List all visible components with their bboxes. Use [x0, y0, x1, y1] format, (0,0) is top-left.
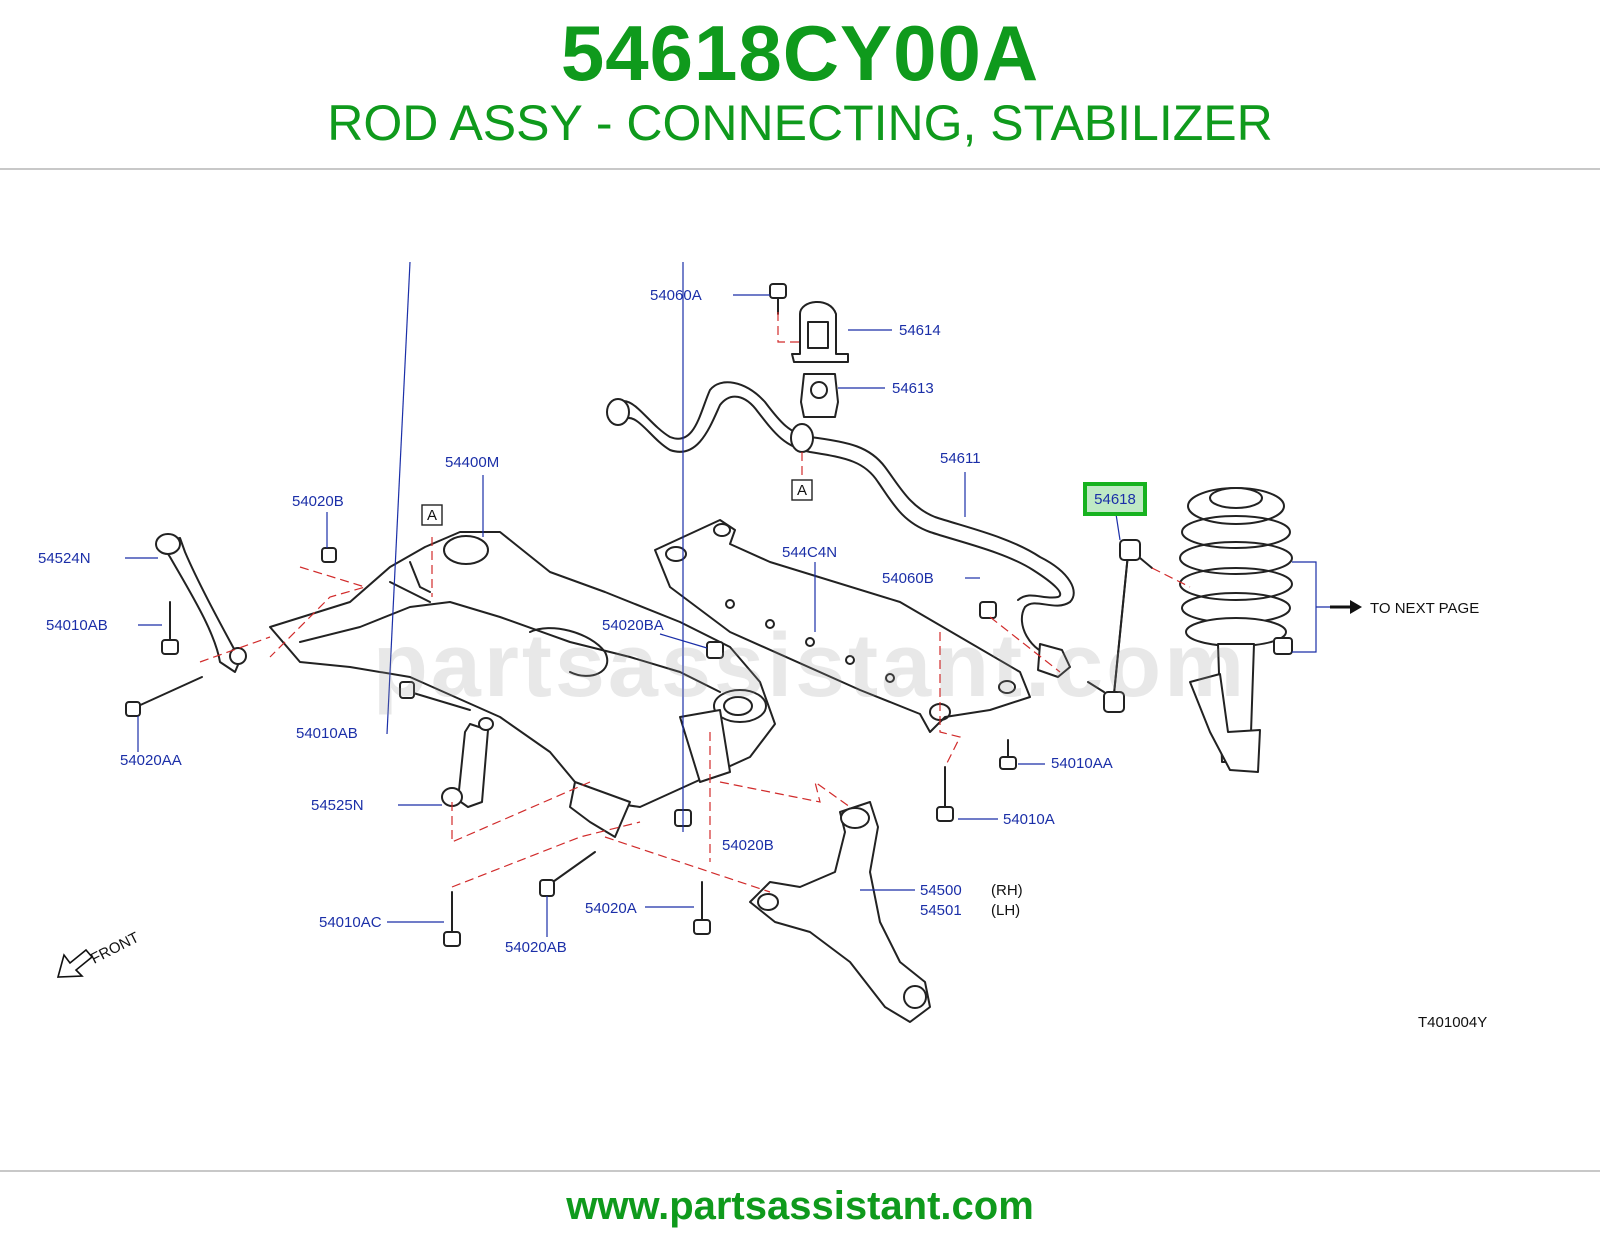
- label-54501[interactable]: 54501: [920, 902, 962, 919]
- alignment-lines: [199, 312, 1191, 893]
- part-description: ROD ASSY - CONNECTING, STABILIZER: [327, 95, 1273, 151]
- transverse-link-54500: [749, 801, 931, 1023]
- parts-diagram-svg: A A 54060A 54614 54613 54611 54618 54400…: [38, 262, 1487, 1031]
- connecting-rod-54618: [1087, 539, 1153, 713]
- label-54614[interactable]: 54614: [899, 322, 941, 339]
- arrow-right-icon: [1350, 600, 1362, 614]
- reference-mark-a-2: A: [791, 479, 813, 501]
- bolt-54060A: [769, 283, 787, 315]
- link-54525N: [441, 717, 494, 808]
- front-indicator: FRONT: [56, 929, 142, 978]
- label-54611[interactable]: 54611: [940, 450, 981, 467]
- svg-text:A: A: [797, 482, 807, 499]
- highlighted-part-54618[interactable]: 54618: [1083, 482, 1147, 516]
- label-lh: (LH): [991, 902, 1020, 919]
- label-54020AB[interactable]: 54020AB: [505, 939, 567, 956]
- label-54524N[interactable]: 54524N: [38, 550, 91, 567]
- label-54020BA[interactable]: 54020BA: [602, 617, 664, 634]
- stabilizer-bracket-54614: [791, 301, 849, 363]
- next-page-link[interactable]: TO NEXT PAGE: [1330, 600, 1479, 617]
- label-54020B-bottom[interactable]: 54020B: [722, 837, 774, 854]
- front-text: FRONT: [88, 929, 142, 968]
- label-54060B[interactable]: 54060B: [882, 570, 934, 587]
- front-arrow-icon: [56, 948, 94, 978]
- page-footer: www.partsassistant.com: [0, 1170, 1600, 1242]
- label-rh: (RH): [991, 882, 1023, 899]
- member-544C4N: [654, 519, 1031, 733]
- label-544C4N[interactable]: 544C4N: [782, 544, 837, 561]
- label-54020A[interactable]: 54020A: [585, 900, 637, 917]
- reference-mark-a-1: A: [421, 504, 443, 526]
- label-54060A[interactable]: 54060A: [650, 287, 702, 304]
- label-54525N[interactable]: 54525N: [311, 797, 364, 814]
- stabilizer-bar-54611: [606, 381, 1075, 678]
- subframe-54400M: [269, 531, 776, 838]
- svg-text:A: A: [427, 507, 437, 524]
- stabilizer-bushing-54613: [800, 373, 839, 418]
- page-header: 54618CY00A ROD ASSY - CONNECTING, STABIL…: [0, 0, 1600, 170]
- label-54500[interactable]: 54500: [920, 882, 962, 899]
- diagram-code: T401004Y: [1418, 1014, 1487, 1031]
- label-54613[interactable]: 54613: [892, 380, 934, 397]
- label-54020B-top[interactable]: 54020B: [292, 493, 344, 510]
- label-54618[interactable]: 54618: [1094, 491, 1136, 508]
- link-54524N: [155, 533, 247, 673]
- next-page-text[interactable]: TO NEXT PAGE: [1370, 600, 1479, 617]
- footer-url-link[interactable]: www.partsassistant.com: [566, 1184, 1034, 1228]
- leader-lines: [125, 262, 1330, 937]
- label-54020AA[interactable]: 54020AA: [120, 752, 182, 769]
- parts-diagram: A A 54060A 54614 54613 54611 54618 54400…: [30, 262, 1570, 1062]
- label-54400M[interactable]: 54400M: [445, 454, 499, 471]
- label-54010AA[interactable]: 54010AA: [1051, 755, 1113, 772]
- strut-assembly: [1179, 487, 1293, 773]
- label-54010AC[interactable]: 54010AC: [319, 914, 382, 931]
- label-54010A[interactable]: 54010A: [1003, 811, 1055, 828]
- label-54010AB-left[interactable]: 54010AB: [46, 617, 108, 634]
- part-number-title: 54618CY00A: [560, 9, 1040, 97]
- label-54010AB-mid[interactable]: 54010AB: [296, 725, 358, 742]
